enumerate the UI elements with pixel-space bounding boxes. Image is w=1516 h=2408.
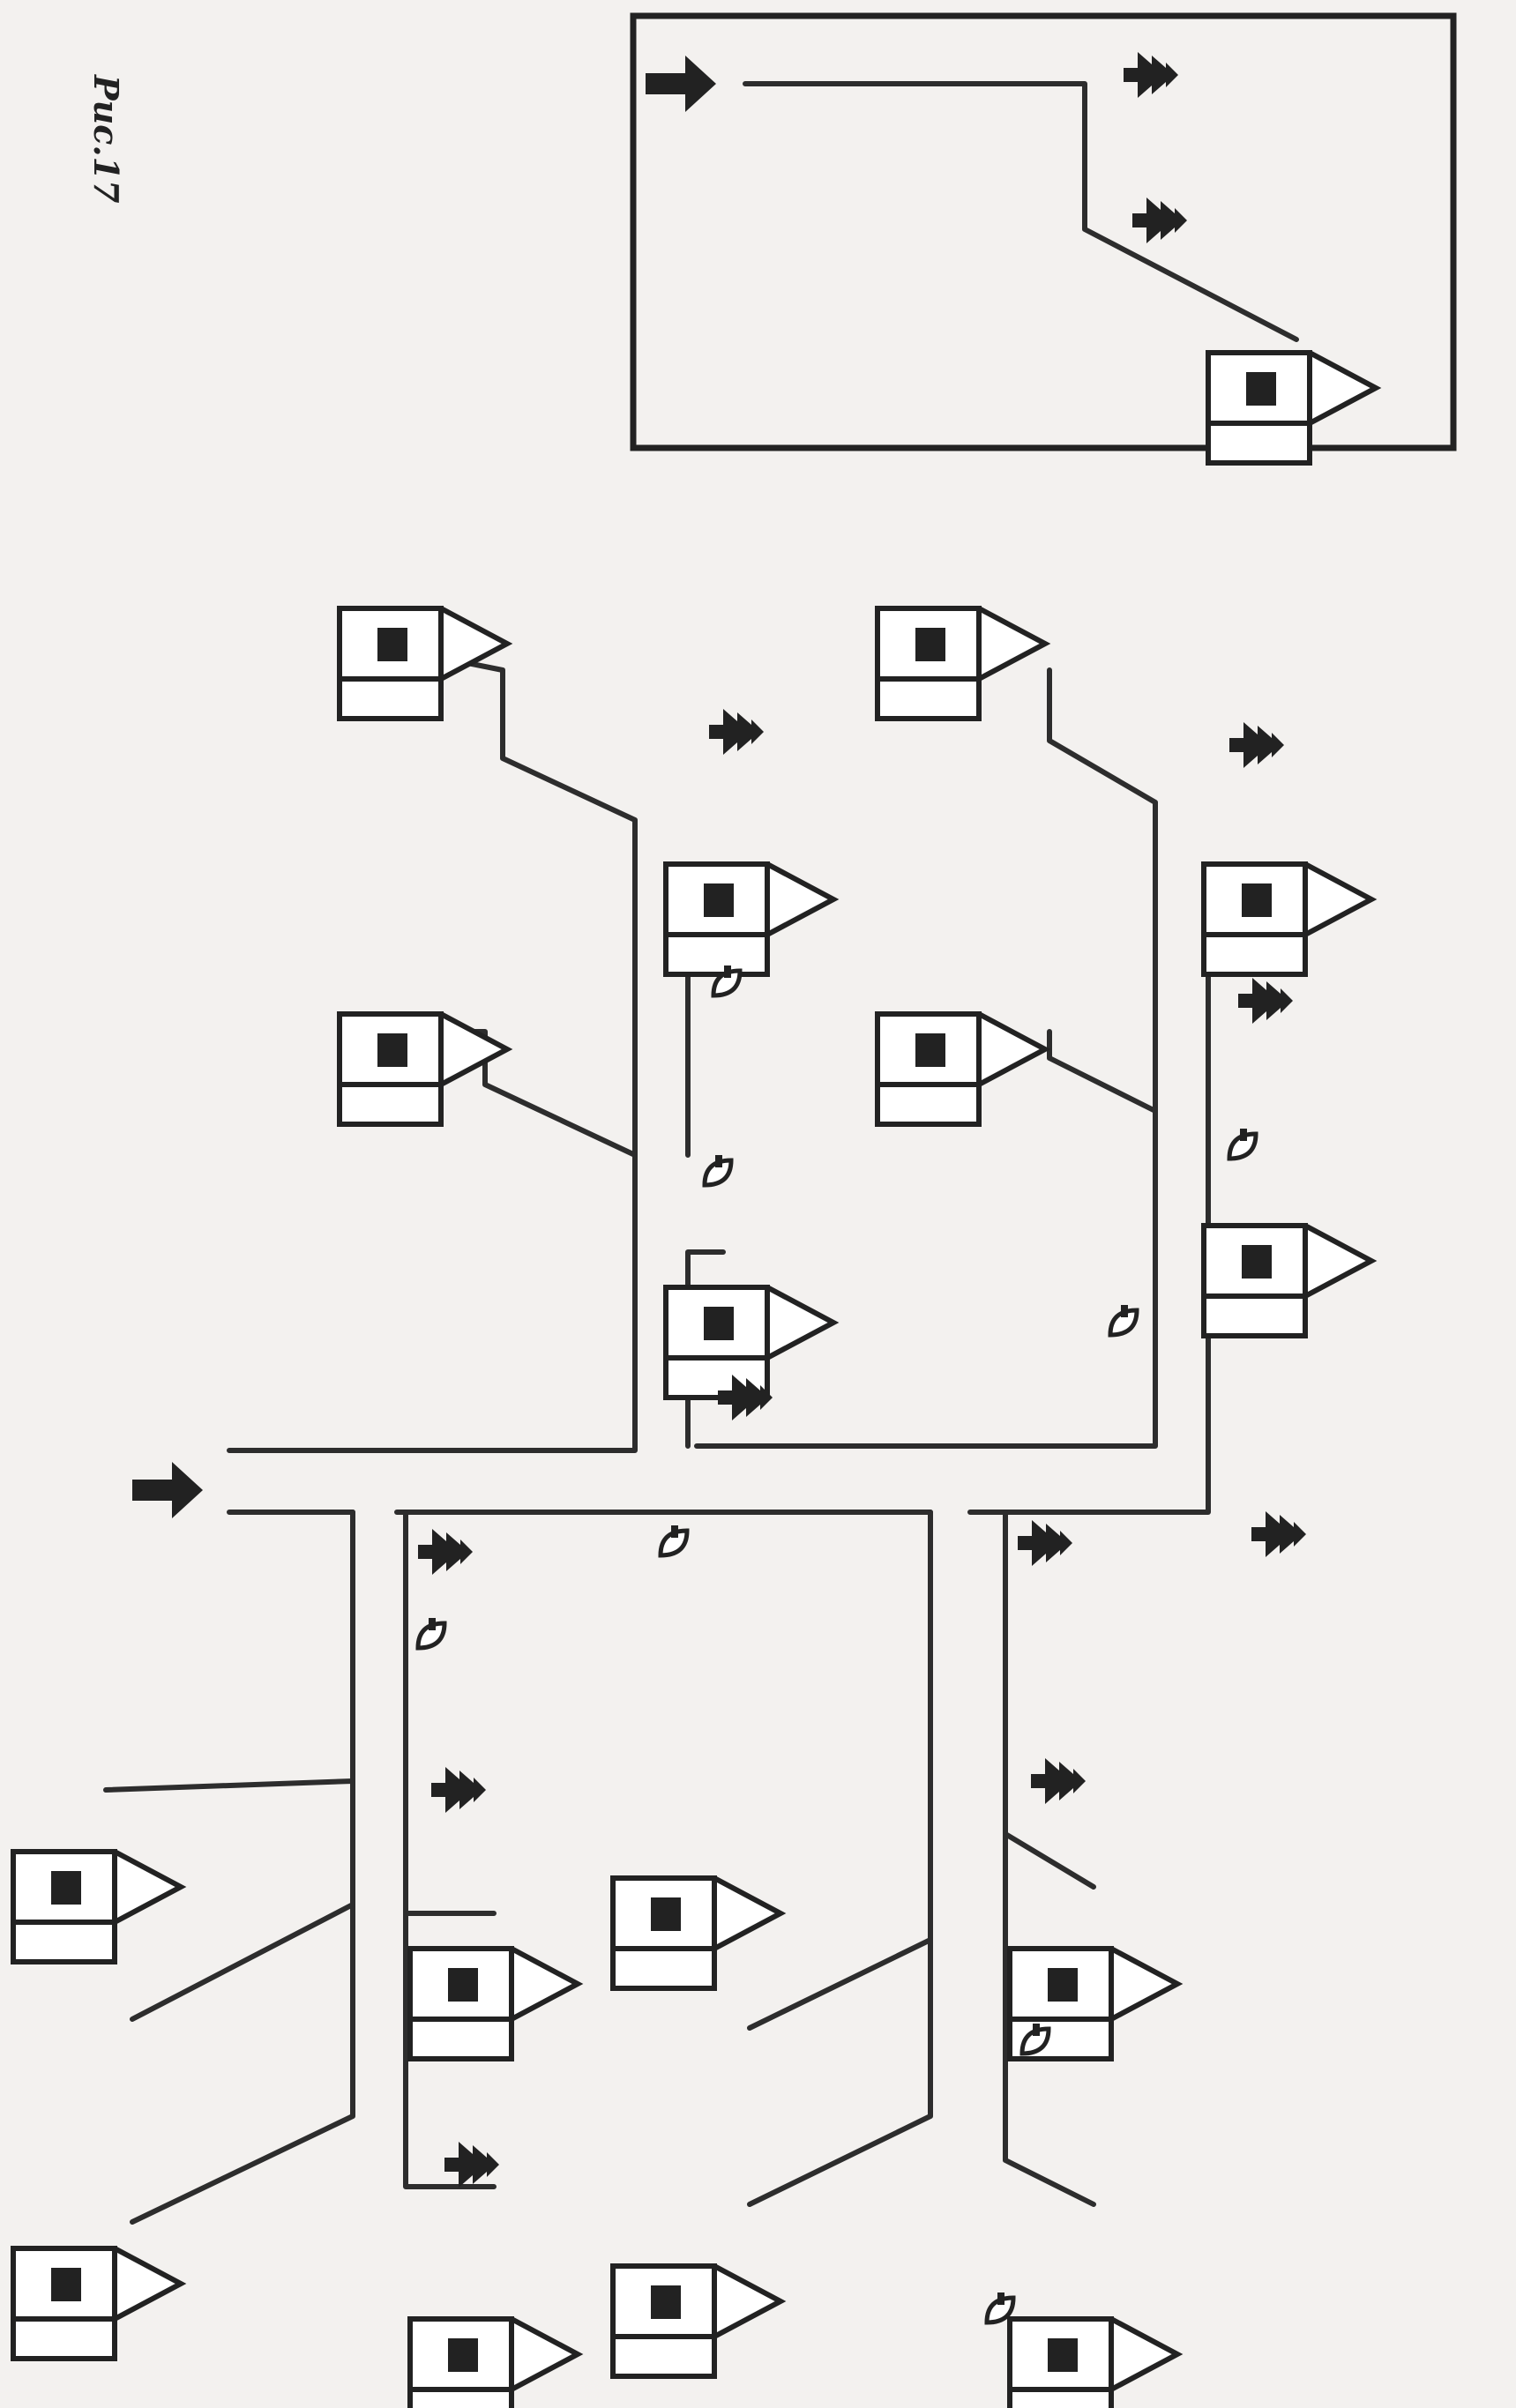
tree-icon	[431, 1767, 486, 1813]
tree-icon	[1031, 1758, 1086, 1804]
tree-icon	[1251, 1511, 1306, 1557]
mushroom-icon	[1229, 1129, 1256, 1159]
house-icon	[877, 608, 1045, 719]
mushroom-icon	[661, 1525, 687, 1555]
tree-icon	[444, 2142, 499, 2188]
mushroom-icon	[1110, 1305, 1137, 1335]
house-icon	[13, 2248, 181, 2359]
house-icon	[666, 864, 833, 974]
upper-right-roads	[1047, 667, 1290, 1343]
tree-icon	[418, 1529, 473, 1575]
tree-icon	[1124, 52, 1178, 98]
example-frame	[630, 12, 1457, 451]
house-icon	[410, 2319, 578, 2408]
tree-icon	[1229, 722, 1284, 768]
mushroom-icon	[705, 1155, 731, 1185]
house-icon	[613, 1878, 780, 1988]
example-road	[743, 81, 1299, 342]
house-icon	[613, 2266, 780, 2376]
tree-icon	[1238, 978, 1293, 1024]
house-icon	[1204, 1226, 1371, 1336]
tree-icon	[709, 709, 764, 755]
house-icon	[1204, 864, 1371, 974]
house-icon	[666, 1287, 833, 1398]
arrow-icon	[646, 56, 716, 112]
house-icon	[410, 1949, 578, 2059]
lower-right-roads	[747, 1510, 1096, 2207]
house-icon	[877, 1014, 1045, 1124]
mushroom-icon	[418, 1618, 444, 1648]
upper-left-roads	[403, 650, 735, 1449]
house-icon	[13, 1852, 181, 1962]
house-icon	[1010, 2319, 1177, 2408]
lower-left-roads	[130, 1510, 497, 2225]
arrow-icon	[132, 1462, 203, 1518]
tree-icon	[1018, 1520, 1072, 1566]
tree-icon	[1132, 198, 1187, 243]
